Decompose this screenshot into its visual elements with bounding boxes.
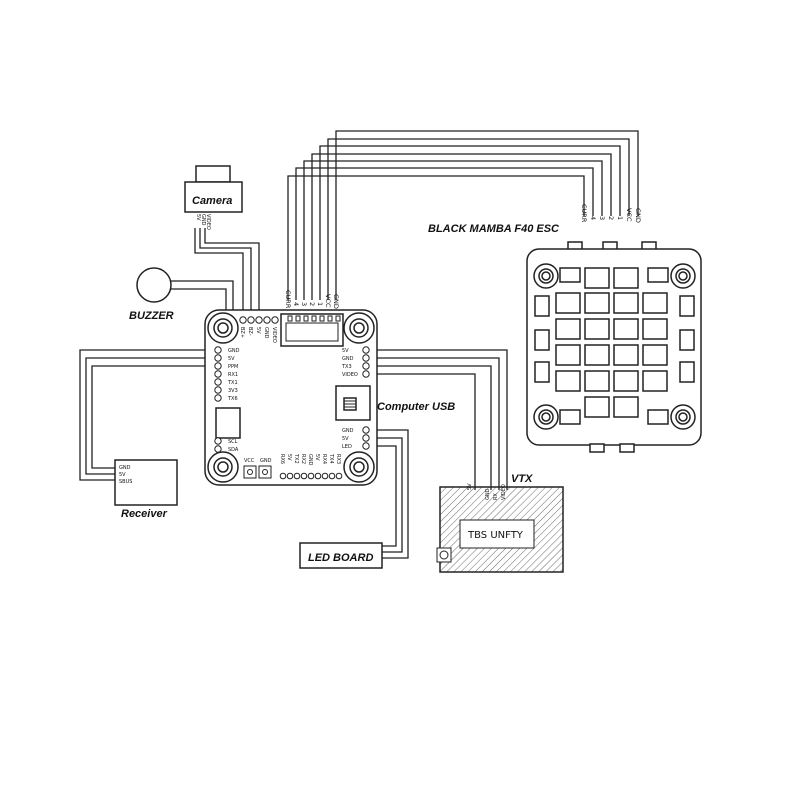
svg-text:VCC: VCC [625, 208, 633, 222]
camera-pin-video: VIDEO [205, 214, 211, 230]
esc-header-labels: CURR 4 3 2 1 VCC GND [580, 204, 642, 223]
vtx-label: VTX [511, 473, 533, 485]
svg-text:RX4: RX4 [321, 454, 327, 464]
receiver-label: Receiver [121, 508, 168, 520]
svg-text:RX3: RX3 [335, 454, 341, 464]
camera-pin-5v: 5V [195, 214, 201, 221]
svg-text:SDA: SDA [228, 447, 239, 453]
svg-text:BZ-: BZ- [247, 327, 253, 336]
receiver-pin-gnd: GND [119, 465, 131, 471]
fc-right-pads: 5V GND TX3 VIDEO [341, 346, 370, 378]
svg-text:5V: 5V [228, 356, 235, 362]
fc-left-lower-pads: SCL SDA [214, 437, 239, 453]
svg-text:CURR: CURR [284, 290, 292, 309]
svg-text:VCC: VCC [244, 458, 255, 464]
fc-mount-holes [207, 312, 375, 483]
esc-mount-holes [533, 263, 696, 430]
svg-text:TX1: TX1 [227, 380, 238, 386]
svg-text:TX3: TX3 [341, 364, 352, 370]
esc-mosfets [555, 267, 668, 418]
svg-text:VIDEO: VIDEO [271, 327, 277, 343]
svg-text:5V: 5V [286, 454, 292, 461]
svg-text:4: 4 [292, 302, 300, 306]
buzzer: BUZZER [129, 267, 174, 322]
fc-esc-connector-pins [287, 315, 341, 322]
led-board-label: LED BOARD [308, 552, 373, 564]
receiver: GND 5V SBUS Receiver [114, 459, 178, 520]
svg-text:VIDEO: VIDEO [501, 484, 507, 500]
fc-bottom-pads: VCC GND [243, 458, 272, 479]
fc-left-pads: GND 5V PPM RX1 TX1 3V3 TX6 [214, 346, 240, 402]
receiver-body [114, 459, 178, 506]
led-board: LED BOARD [299, 542, 383, 569]
svg-text:5V: 5V [342, 436, 349, 442]
svg-text:VIDEO: VIDEO [342, 372, 358, 378]
svg-text:RX6: RX6 [279, 454, 285, 464]
svg-text:RX2: RX2 [300, 454, 306, 464]
fc-right-lower-pads: GND 5V LED [342, 426, 370, 450]
vtx-pin-labels: 5V GND RX VIDEO [467, 483, 507, 500]
fc-usb-connector [335, 385, 371, 421]
flight-controller: CURR 4 3 2 1 VCC GND BZ+ BZ- 5V GND VIDE… [204, 290, 455, 486]
svg-text:GND: GND [332, 294, 340, 309]
svg-text:PPM: PPM [228, 364, 238, 370]
vtx-name-plate [459, 519, 535, 549]
svg-text:4: 4 [589, 216, 597, 220]
buzzer-label: BUZZER [129, 310, 174, 322]
svg-text:GND: GND [263, 327, 269, 339]
svg-text:TX6: TX6 [227, 396, 238, 402]
svg-text:CURR: CURR [580, 204, 588, 223]
camera-body [184, 181, 243, 213]
svg-text:GND: GND [634, 208, 642, 223]
svg-text:3: 3 [300, 302, 308, 306]
vtx-antenna-connector [436, 547, 452, 563]
svg-text:2: 2 [607, 216, 615, 220]
vtx-model-label: TBS UNFTY [467, 530, 524, 541]
wires [79, 130, 639, 559]
receiver-pin-5v: 5V [119, 472, 126, 478]
svg-text:GND: GND [485, 488, 491, 500]
svg-text:5V: 5V [255, 327, 261, 334]
svg-text:1: 1 [616, 216, 624, 220]
svg-text:GND: GND [307, 454, 313, 466]
fc-chip [215, 407, 241, 439]
fc-bottom-row: RX6 5V TX2 RX2 GND 5V RX4 TX4 RX3 [279, 453, 343, 480]
vtx: VTX TBS UNFTY 5V GND RX VIDEO [436, 473, 564, 573]
svg-text:GND: GND [342, 428, 354, 434]
fc-top-pads: BZ+ BZ- 5V GND VIDEO [239, 316, 279, 343]
svg-text:1: 1 [316, 302, 324, 306]
svg-text:LED: LED [342, 444, 352, 450]
computer-usb-label: Computer USB [377, 401, 455, 413]
svg-text:RX: RX [493, 493, 499, 500]
svg-text:RX1: RX1 [228, 372, 238, 378]
camera-lens [195, 165, 231, 183]
svg-text:2: 2 [308, 302, 316, 306]
esc-label: BLACK MAMBA F40 ESC [428, 223, 560, 235]
buzzer-icon [136, 267, 172, 303]
svg-text:VCC: VCC [324, 294, 332, 308]
led-board-body [299, 542, 383, 569]
svg-text:TX4: TX4 [328, 453, 334, 464]
svg-text:5V: 5V [342, 348, 349, 354]
svg-text:GND: GND [260, 458, 272, 464]
receiver-pin-sbus: SBUS [119, 479, 132, 485]
svg-text:TX2: TX2 [293, 453, 299, 464]
camera-label: Camera [192, 195, 232, 207]
svg-text:5V: 5V [314, 454, 320, 461]
fc-board [204, 309, 378, 486]
svg-text:BZ+: BZ+ [239, 327, 245, 338]
svg-text:3V3: 3V3 [228, 388, 238, 394]
svg-text:GND: GND [228, 348, 240, 354]
camera: Camera 5V GND VIDEO [184, 165, 243, 230]
camera-pin-gnd: GND [200, 214, 206, 226]
svg-text:GND: GND [342, 356, 354, 362]
fc-esc-header-labels: CURR 4 3 2 1 VCC GND [284, 290, 340, 309]
svg-text:5V: 5V [467, 483, 473, 490]
svg-text:3: 3 [598, 216, 606, 220]
esc: BLACK MAMBA F40 ESC CURR 4 3 2 1 VCC GND [428, 204, 702, 453]
svg-text:SCL: SCL [228, 439, 238, 445]
